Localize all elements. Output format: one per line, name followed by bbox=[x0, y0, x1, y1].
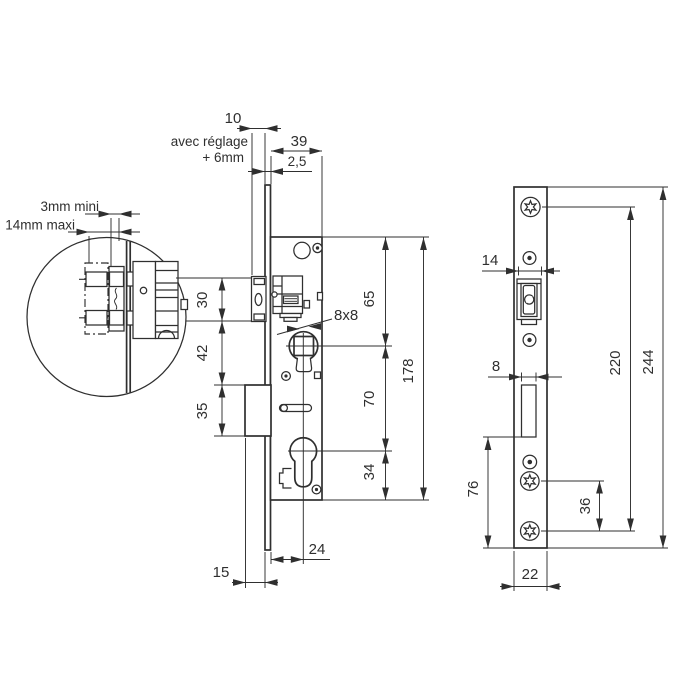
latch-screw bbox=[523, 294, 535, 305]
dim-deadbolt-height: 35 bbox=[194, 403, 211, 420]
strike-spring bbox=[114, 287, 118, 310]
dim-case-height: 178 bbox=[400, 358, 417, 383]
torx-star-icon bbox=[522, 473, 537, 489]
dim-top-to-spindle: 65 bbox=[361, 291, 378, 308]
strike-phantom-outline bbox=[84, 262, 109, 335]
faceplate-front bbox=[513, 186, 548, 549]
dim-case-depth: 39 bbox=[291, 133, 308, 150]
detail-arc bbox=[157, 329, 176, 339]
dim-gap-min-label: 3mm mini bbox=[40, 199, 99, 214]
torx-star-icon bbox=[523, 199, 538, 215]
dim-backset: 24 bbox=[309, 541, 326, 558]
dim-latch-projection: 10 bbox=[225, 110, 242, 127]
dim-spindle-square: 8x8 bbox=[334, 307, 358, 324]
detail-circle bbox=[26, 236, 187, 398]
dim-spindle-to-cylinder: 70 bbox=[361, 391, 378, 408]
dim-screw-spacing: 36 bbox=[577, 498, 594, 515]
dim-plate-height: 244 bbox=[640, 349, 657, 374]
side-view: 10 avec réglage + 6mm 39 2,5 30 42 35 8x… bbox=[171, 110, 429, 588]
latch-strike bbox=[250, 275, 267, 323]
latch-front bbox=[516, 278, 542, 326]
deadbolt bbox=[244, 384, 272, 437]
torx-star-icon bbox=[522, 523, 537, 539]
dim-bolt-throw: 15 bbox=[213, 564, 230, 581]
top-hole bbox=[293, 241, 311, 260]
strike-phantom-block-bottom bbox=[85, 309, 108, 326]
deadbolt-slot bbox=[520, 384, 537, 438]
torx-screw-mid bbox=[519, 471, 540, 491]
follower-tab bbox=[295, 357, 313, 373]
cylinder-clip bbox=[278, 467, 292, 489]
adjust-slot bbox=[278, 403, 313, 413]
torx-screw-bottom bbox=[519, 521, 540, 541]
dim-cylinder-to-bottom: 34 bbox=[361, 464, 378, 481]
adjustment-note-1: avec réglage bbox=[171, 134, 248, 149]
dim-gap-max-label: 14mm maxi bbox=[5, 218, 75, 233]
detail-side-hole bbox=[180, 298, 189, 311]
detail-view: 3mm mini 14mm maxi bbox=[5, 199, 189, 398]
dim-latch-height: 30 bbox=[194, 292, 211, 309]
dim-faceplate-thickness: 2,5 bbox=[288, 154, 307, 169]
dim-lower-section: 76 bbox=[465, 481, 482, 498]
adjustment-note-2: + 6mm bbox=[202, 150, 244, 165]
dim-bolt-slot-width: 8 bbox=[492, 358, 500, 375]
strike-phantom-block-top bbox=[85, 271, 108, 288]
front-view: 14 8 76 36 220 244 bbox=[465, 186, 668, 591]
dim-fixing-centres: 220 bbox=[607, 350, 624, 375]
detail-latch-body bbox=[132, 260, 157, 340]
dim-plate-width: 22 bbox=[522, 566, 539, 583]
detail-case-stack bbox=[154, 260, 179, 340]
dim-latch-to-bolt: 42 bbox=[194, 345, 211, 362]
latch-assembly bbox=[250, 275, 324, 323]
torx-screw-top bbox=[520, 196, 541, 218]
dim-latch-width: 14 bbox=[482, 252, 499, 269]
